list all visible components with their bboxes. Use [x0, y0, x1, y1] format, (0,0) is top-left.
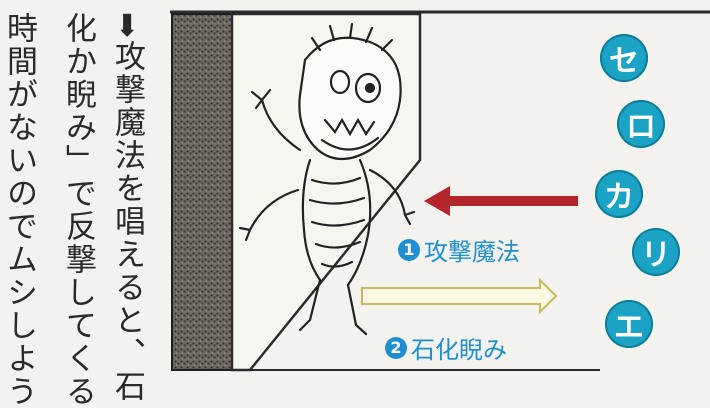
step-text: 攻撃魔法	[424, 238, 520, 266]
vertical-text-col-1: 時間がないのでムシしよう	[1, 12, 37, 408]
counter-arrow	[361, 277, 558, 315]
name-kana-circle: リ	[632, 228, 680, 276]
illustration-scene	[170, 10, 710, 372]
vertical-text-col-3: ➡攻撃魔法を唱えると、石	[109, 12, 145, 403]
name-kana-circle: カ	[595, 170, 643, 218]
step-text: 石化睨み	[411, 336, 507, 364]
step-number-badge: 2	[385, 336, 407, 359]
monster-relief	[238, 22, 416, 336]
attack-arrow	[424, 186, 578, 216]
name-kana-circle: セ	[600, 34, 648, 82]
step-label-petrify: 2 石化睨み	[385, 330, 507, 365]
vertical-text-col-2: 化か睨み」で反撃してくる	[60, 12, 96, 408]
name-kana-circle: ロ	[617, 100, 665, 148]
stone-wall	[171, 13, 233, 371]
step-label-attack: 1 攻撃魔法	[398, 232, 520, 267]
step-number-badge: 1	[398, 238, 420, 261]
name-kana-circle: エ	[605, 300, 653, 348]
